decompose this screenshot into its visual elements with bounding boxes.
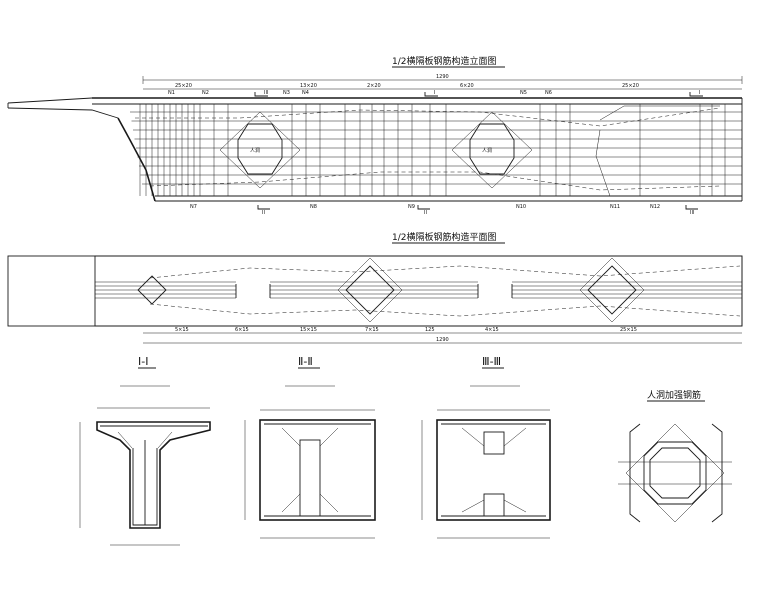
manhole-right: 人洞 <box>451 111 533 189</box>
svg-text:N5: N5 <box>520 90 527 96</box>
elevation-title: 1/2横隔板钢筋构造立面图 <box>392 55 497 67</box>
svg-text:N9: N9 <box>408 204 415 210</box>
svg-text:25×20: 25×20 <box>175 83 192 89</box>
svg-text:7×15: 7×15 <box>365 327 379 333</box>
svg-text:4×15: 4×15 <box>485 327 499 333</box>
svg-text:N1: N1 <box>168 90 175 96</box>
svg-text:I: I <box>699 90 700 96</box>
svg-text:III: III <box>690 210 694 216</box>
plan-view <box>7 255 743 327</box>
plan-title: 1/2横隔板钢筋构造平面图 <box>392 231 497 243</box>
elevation-view: 人洞 人洞 III I I II II III N1 N2 N3 <box>7 90 743 216</box>
elevation-section-marks: III I I II II III <box>254 90 703 216</box>
svg-text:N11: N11 <box>610 204 620 210</box>
svg-text:III: III <box>264 90 268 96</box>
svg-text:I: I <box>434 90 435 96</box>
section-1-label: Ⅰ-Ⅰ <box>138 355 148 368</box>
svg-text:13×20: 13×20 <box>300 83 317 89</box>
manhole-left: 人洞 <box>219 111 301 189</box>
elevation-bar-marks: N1 N2 N3 N4 N5 N6 N7 N8 N9 N10 N11 N12 <box>168 90 660 210</box>
svg-text:6×15: 6×15 <box>235 327 249 333</box>
svg-text:15×15: 15×15 <box>300 327 317 333</box>
svg-text:125: 125 <box>425 327 435 333</box>
section-3-label: Ⅲ-Ⅲ <box>482 355 501 368</box>
elevation-sub-dimensions: 25×20 13×20 2×20 6×20 25×20 <box>143 83 742 90</box>
manhole-right-label: 人洞 <box>482 147 492 154</box>
manhole-reinforcement-detail: 人洞加强钢筋 <box>618 389 732 523</box>
elevation-overall-dimension: 1290 <box>142 74 743 84</box>
svg-text:6×20: 6×20 <box>460 83 474 89</box>
svg-text:N7: N7 <box>190 204 197 210</box>
svg-text:25×20: 25×20 <box>622 83 639 89</box>
svg-text:2×20: 2×20 <box>367 83 381 89</box>
svg-text:N2: N2 <box>202 90 209 96</box>
svg-text:II: II <box>262 210 265 216</box>
svg-text:N10: N10 <box>516 204 526 210</box>
section-2: Ⅱ-Ⅱ <box>244 355 376 539</box>
section-2-label: Ⅱ-Ⅱ <box>298 355 313 368</box>
svg-text:N6: N6 <box>545 90 552 96</box>
svg-text:5×15: 5×15 <box>175 327 189 333</box>
svg-text:N12: N12 <box>650 204 660 210</box>
svg-text:N3: N3 <box>283 90 290 96</box>
svg-text:N8: N8 <box>310 204 317 210</box>
svg-text:N4: N4 <box>302 90 309 96</box>
elevation-overall-dim-text: 1290 <box>436 74 449 80</box>
section-3: Ⅲ-Ⅲ <box>421 355 551 539</box>
svg-text:25×15: 25×15 <box>620 327 637 333</box>
manhole-left-label: 人洞 <box>250 147 260 154</box>
manhole-detail-title: 人洞加强钢筋 <box>647 389 701 401</box>
section-1: Ⅰ-Ⅰ <box>79 355 211 546</box>
plan-dimensions: 5×15 6×15 15×15 7×15 125 4×15 25×15 1290 <box>143 327 742 344</box>
svg-text:II: II <box>424 210 427 216</box>
svg-text:1290: 1290 <box>436 337 449 343</box>
